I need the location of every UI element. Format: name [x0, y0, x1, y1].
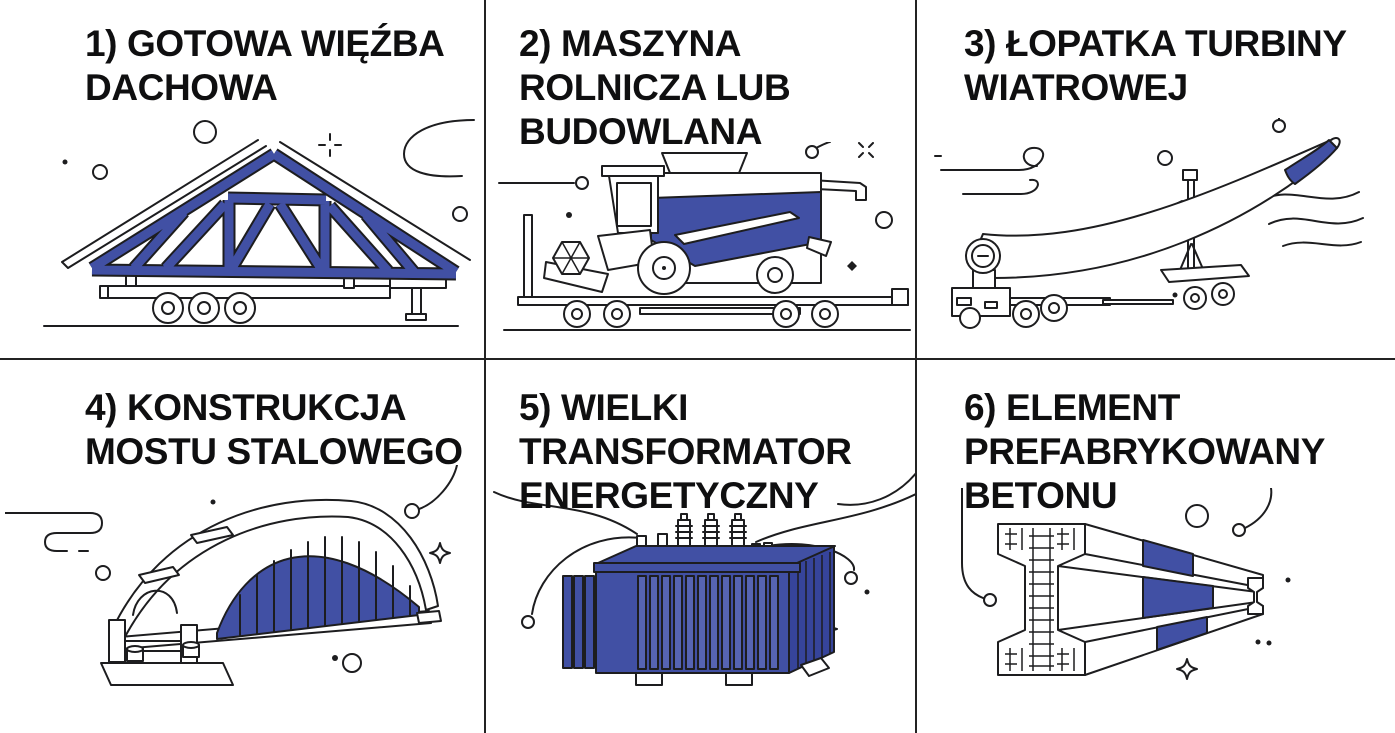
wave-lines-icon	[1262, 191, 1364, 247]
panel-title: 6) ELEMENT PREFABRYKOWANY BETONU	[964, 386, 1325, 518]
circle-decor	[566, 211, 893, 271]
leader-line-circle	[961, 488, 997, 607]
base-plate	[100, 662, 234, 686]
grain-tank	[661, 152, 748, 174]
transformer-body	[562, 513, 836, 686]
panel-transformer: 5) WIELKI TRANSFORMATOR ENERGETYCZNY	[486, 360, 917, 733]
i-beam	[997, 523, 1264, 676]
arch-bridge	[100, 498, 442, 686]
leader-line-circle	[805, 142, 831, 159]
transformer-illustration	[493, 472, 915, 686]
panel-title-line: 2) MASZYNA	[519, 23, 742, 64]
bridge-bearings	[100, 641, 234, 686]
panel-title: 5) WIELKI TRANSFORMATOR ENERGETYCZNY	[519, 386, 852, 518]
right-foot	[416, 610, 442, 624]
panel-title-line: 4) KONSTRUKCJA	[85, 387, 407, 428]
lowboy-trailer	[517, 214, 909, 328]
panel-title: 4) KONSTRUKCJA MOSTU STALOWEGO	[85, 386, 463, 474]
steel-bridge-illustration	[5, 465, 458, 686]
roof-sheathing	[61, 139, 471, 269]
wind-swirl-icon	[934, 146, 1044, 195]
panel-title: 2) MASZYNA ROLNICZA LUB BUDOWLANA	[519, 22, 791, 154]
leader-line-circle	[1232, 488, 1273, 537]
panel-title-line: MOSTU STALOWEGO	[85, 431, 463, 472]
left-radiator-slats	[562, 575, 595, 669]
panel-agri-machine: 2) MASZYNA ROLNICZA LUB BUDOWLANA	[486, 0, 917, 360]
wheel	[152, 292, 256, 324]
s-curve-line	[403, 119, 475, 178]
cooling-fins	[637, 575, 779, 670]
four-point-sparkle-icon	[1176, 658, 1198, 680]
turbine-blade-illustration	[934, 118, 1364, 329]
blade-blue-tip	[1284, 139, 1338, 185]
line-circle-decor	[498, 176, 589, 190]
panel-title-line: ENERGETYCZNY	[519, 475, 819, 516]
concrete-beam-illustration	[961, 488, 1291, 680]
feet	[635, 657, 830, 686]
panel-precast-concrete: 6) ELEMENT PREFABRYKOWANY BETONU	[917, 360, 1395, 733]
rebar-grid	[1005, 528, 1075, 671]
panel-title-line: 5) WIELKI	[519, 387, 689, 428]
circle-decor	[95, 499, 362, 673]
panel-roof-truss: 1) GOTOWA WIĘŹBA DACHOWA	[0, 0, 486, 360]
dot-decor	[864, 589, 870, 595]
trailer	[99, 277, 447, 324]
arch-front-band	[112, 498, 439, 636]
rear-chute	[806, 236, 832, 257]
panel-title: 1) GOTOWA WIĘŹBA DACHOWA	[85, 22, 445, 110]
near-end-face	[997, 523, 1086, 676]
lid-lip	[593, 562, 801, 573]
roof-truss-frame	[88, 148, 460, 281]
panel-title-line: ROLNICZA LUB	[519, 67, 791, 108]
top-lid	[597, 545, 836, 564]
panel-title-line: 6) ELEMENT	[964, 387, 1180, 428]
combine-harvester	[543, 152, 867, 295]
leader-line-circle	[404, 465, 458, 519]
leader-line-circle	[1272, 118, 1286, 133]
panel-title-line: 3) ŁOPATKA TURBINY	[964, 23, 1347, 64]
panel-title-line: DACHOWA	[85, 67, 278, 108]
combine-harvester-illustration	[498, 142, 911, 331]
front-truck	[951, 238, 1068, 329]
panel-title-line: WIATROWEJ	[964, 67, 1188, 108]
panel-turbine-blade: 3) ŁOPATKA TURBINY WIATROWEJ	[917, 0, 1395, 360]
roof-truss-illustration	[43, 119, 475, 327]
panel-title-line: PREFABRYKOWANY	[964, 431, 1326, 472]
wheel	[563, 300, 839, 328]
plus-sparkle-icon	[318, 133, 342, 157]
panel-title-line: 1) GOTOWA WIĘŹBA	[85, 23, 445, 64]
panel-title-line: BETONU	[964, 475, 1118, 516]
panel-title-line: TRANSFORMATOR	[519, 431, 852, 472]
panel-title: 3) ŁOPATKA TURBINY WIATROWEJ	[964, 22, 1347, 110]
x-sparkle-icon	[858, 142, 874, 158]
header-reel	[552, 241, 590, 275]
arch-hangers	[239, 536, 411, 637]
blue-band	[1142, 539, 1214, 651]
circle-decor	[1185, 504, 1291, 646]
panel-title-line: BUDOWLANA	[519, 111, 763, 152]
cab	[601, 165, 665, 234]
far-end-face	[1247, 577, 1264, 615]
wheel	[637, 241, 794, 295]
cloud-swoosh-icon	[5, 512, 103, 552]
four-point-sparkle-icon	[429, 542, 451, 564]
panel-steel-bridge: 4) KONSTRUKCJA MOSTU STALOWEGO	[0, 360, 486, 733]
circle-decor	[62, 120, 468, 222]
